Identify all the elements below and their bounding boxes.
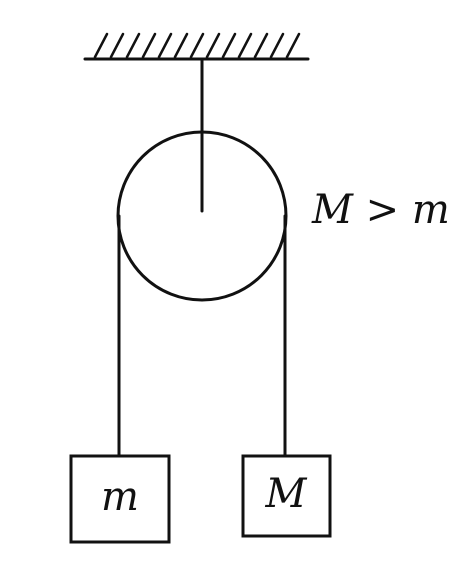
hatch-mark: [269, 32, 285, 59]
right-block-label: M: [265, 471, 308, 517]
hatch-mark: [237, 32, 253, 59]
hatch-mark: [173, 32, 189, 59]
hatch-mark: [285, 32, 301, 59]
hatch-mark: [221, 32, 237, 59]
hatch-mark: [125, 32, 141, 59]
hatch-mark: [93, 32, 109, 59]
ceiling-hatching: [93, 32, 301, 59]
ceiling-support: [83, 32, 310, 61]
mass-condition-label: M > m: [311, 187, 450, 233]
hatch-mark: [205, 32, 221, 59]
hatch-mark: [109, 32, 125, 59]
hatch-mark: [157, 32, 173, 59]
right-block: [241, 454, 332, 538]
hatch-mark: [141, 32, 157, 59]
hatch-mark: [189, 32, 205, 59]
hatch-mark: [253, 32, 269, 59]
left-block: [69, 454, 171, 544]
left-block-label: m: [101, 474, 139, 520]
